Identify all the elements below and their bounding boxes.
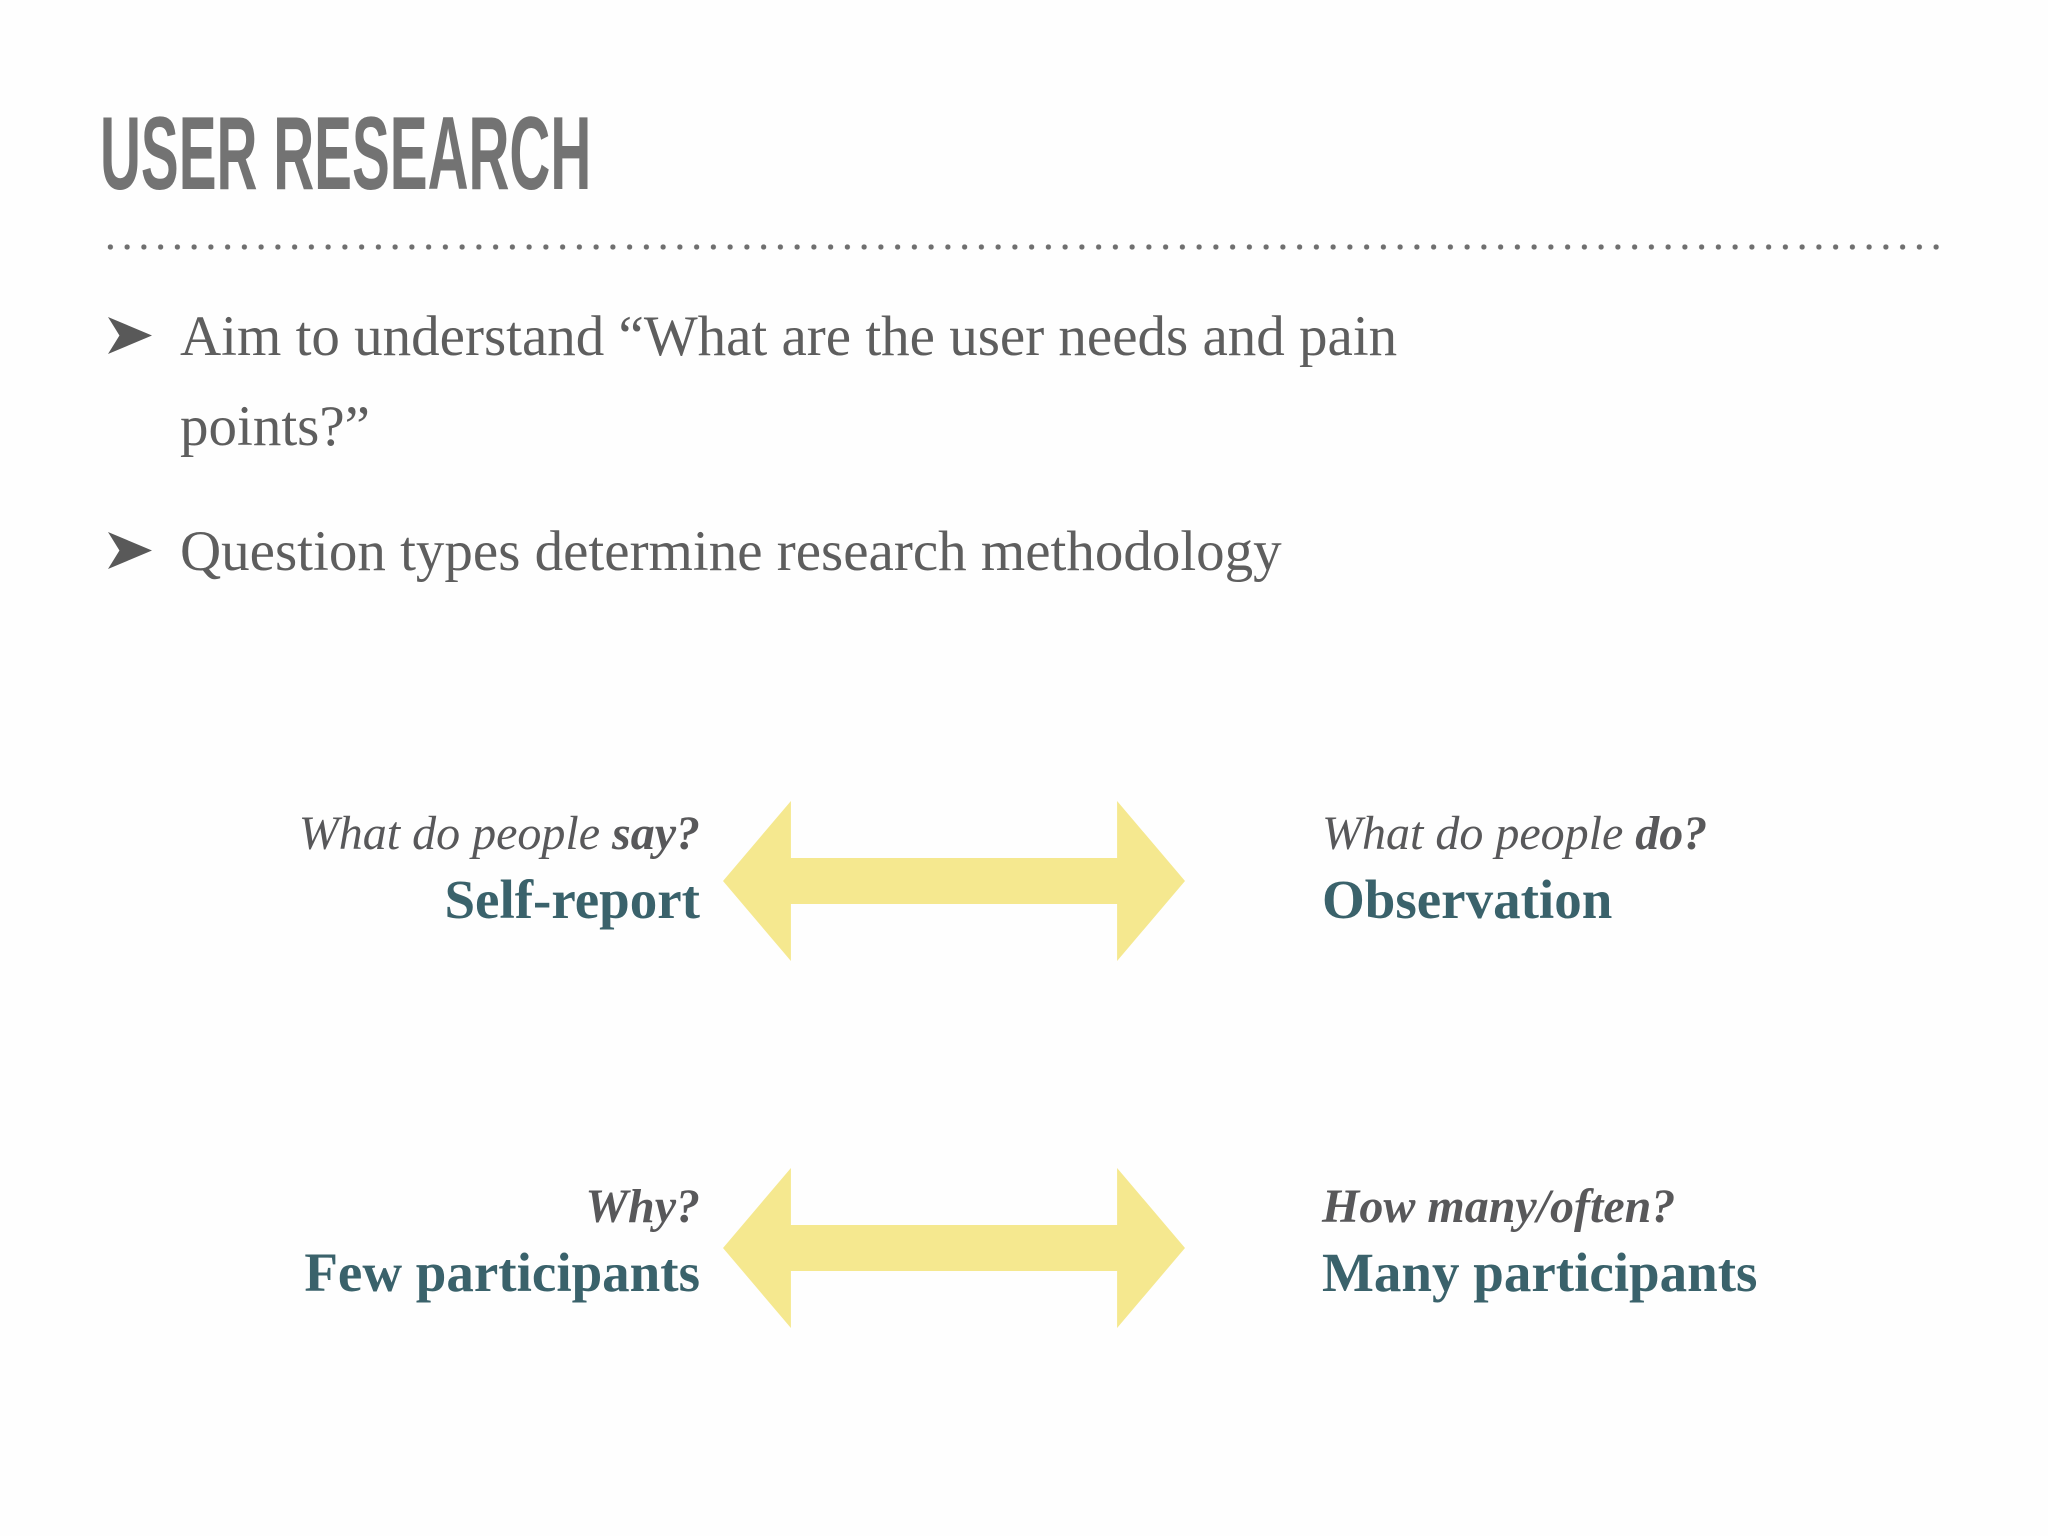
method-label: Observation [1322,869,1613,930]
arrowhead-bullet-icon [108,317,152,354]
question-bold-text: say? [612,807,700,860]
bullet-item: Question types determine research method… [108,507,1668,597]
double-arrow-shape [723,1168,1185,1328]
question-label: How many/often? [1322,1175,1942,1239]
bullet-text: Question types determine research method… [180,520,1282,583]
bullet-item: Aim to understand “What are the user nee… [108,292,1668,472]
question-bold-text: do? [1635,807,1708,860]
spectrum1-left-label: What do people say? Self-report [80,802,700,934]
method-label: Many participants [1322,1242,1758,1303]
method-label: Self-report [444,869,700,930]
question-label: What do people say? [80,802,700,866]
bullet-text: Aim to understand “What are the user nee… [180,305,1398,458]
bullet-list: Aim to understand “What are the user nee… [108,292,1668,632]
spectrum2-left-label: Why? Few participants [80,1175,700,1307]
method-label: Few participants [304,1242,700,1303]
double-arrow-shape [723,801,1185,961]
dotted-divider [100,243,1944,251]
question-label: What do people do? [1322,802,1942,866]
page-title: USER RESEARCH [100,96,592,212]
question-bold-text: Why? [585,1180,700,1233]
question-bold-text: How many/often? [1322,1180,1676,1233]
question-regular-text: What do people [1322,807,1636,860]
spectrum2-right-label: How many/often? Many participants [1322,1175,1942,1307]
question-regular-text: What do people [298,807,613,860]
spectrum1-right-label: What do people do? Observation [1322,802,1942,934]
question-label: Why? [80,1175,700,1239]
arrowhead-bullet-icon [108,532,152,569]
